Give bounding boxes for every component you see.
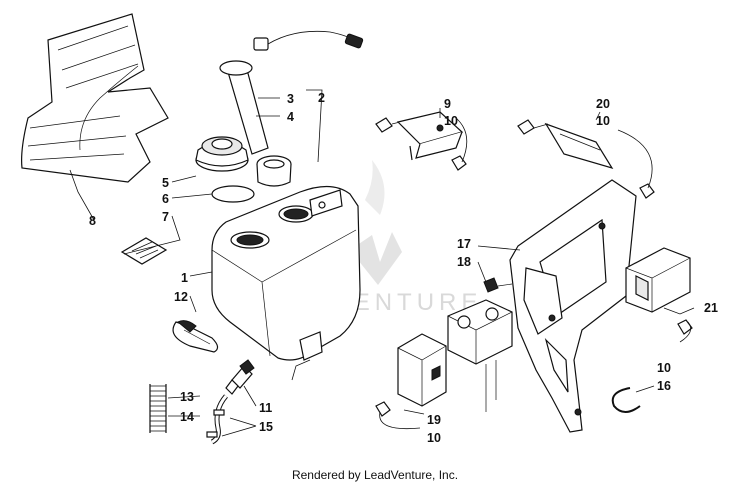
fuel-hose <box>206 394 228 445</box>
bracket-upper-right <box>517 119 655 199</box>
callout-6: 6 <box>162 192 169 206</box>
retaining-clip <box>611 387 641 413</box>
callout-11: 11 <box>259 401 272 415</box>
mounting-bracket <box>509 179 637 433</box>
fuel-tank <box>211 185 361 361</box>
hold-down-strap <box>172 320 219 353</box>
callout-10-lower-mid: 10 <box>427 431 441 445</box>
relay-bracket-upper <box>375 111 467 171</box>
decal <box>120 237 168 265</box>
callout-19: 19 <box>427 413 441 427</box>
spring <box>149 384 167 433</box>
leader-lines <box>69 89 695 437</box>
callout-16: 16 <box>657 379 671 393</box>
callout-1: 1 <box>181 271 188 285</box>
callout-10-right: 10 <box>657 361 671 375</box>
callout-21: 21 <box>704 301 718 315</box>
callout-17: 17 <box>457 237 471 251</box>
o-ring <box>211 185 255 203</box>
callout-7: 7 <box>162 210 169 224</box>
callout-10-upper-mid: 10 <box>444 114 458 128</box>
callout-2: 2 <box>318 91 325 105</box>
callout-12: 12 <box>174 290 188 304</box>
fuel-valve <box>225 359 255 395</box>
fuel-sender <box>219 31 364 187</box>
relay-box <box>375 333 447 417</box>
callout-20: 20 <box>596 97 610 111</box>
solenoid-assembly <box>447 299 513 412</box>
callout-15: 15 <box>259 420 273 434</box>
callout-8: 8 <box>89 214 96 228</box>
callout-18: 18 <box>457 255 471 269</box>
callout-4: 4 <box>287 110 294 124</box>
callout-13: 13 <box>180 390 194 404</box>
callout-3: 3 <box>287 92 294 106</box>
callout-5: 5 <box>162 176 169 190</box>
screw <box>483 277 513 293</box>
render-credit: Rendered by LeadVenture, Inc. <box>291 468 459 482</box>
fuel-cap <box>195 136 249 172</box>
callout-10-upper-right: 10 <box>596 114 610 128</box>
callout-labels: 1 2 3 4 5 6 7 8 9 10 10 10 10 11 12 13 1… <box>89 91 718 445</box>
relay <box>625 247 693 335</box>
callout-14: 14 <box>180 410 194 424</box>
callout-9: 9 <box>444 97 451 111</box>
tank-cover-pad <box>21 13 169 183</box>
